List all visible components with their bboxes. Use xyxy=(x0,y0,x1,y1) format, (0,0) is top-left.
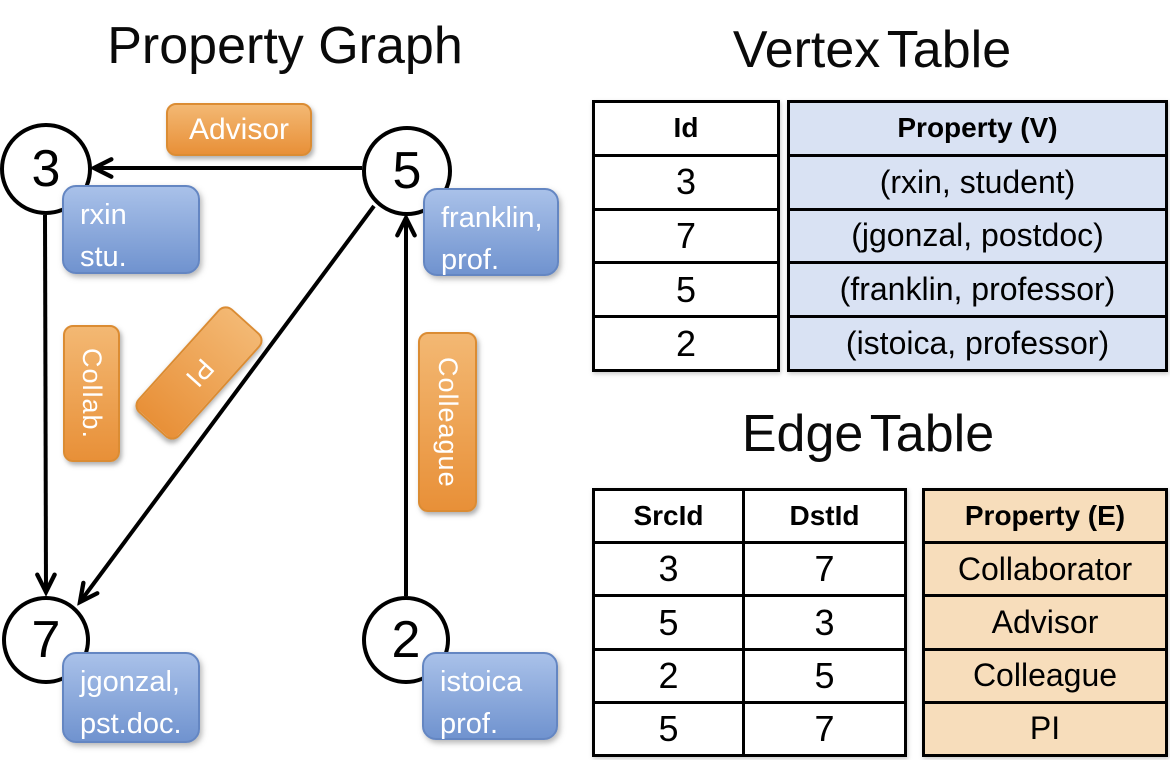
vertex-table-title: Vertex Table xyxy=(732,21,1012,79)
node-3-id: 3 xyxy=(31,140,61,198)
vertex-property-line: stu. xyxy=(80,241,127,274)
vertex-property-box-istoica: istoica prof. xyxy=(422,652,558,740)
edge-line-pi-5-to-7 xyxy=(80,204,376,602)
vertex-table-id-cell: 5 xyxy=(595,261,777,315)
vertex-table-property-cell: (istoica, professor) xyxy=(790,315,1165,369)
node-7-id: 7 xyxy=(31,611,61,669)
vertex-table-property-cell: (jgonzal, postdoc) xyxy=(790,207,1165,262)
edge-label-advisor: Advisor xyxy=(166,103,312,156)
vertex-table-id-cell: 7 xyxy=(595,207,777,262)
edge-table-dstid-cell: 7 xyxy=(745,700,904,754)
edge-table-property-column: Property (E) Collaborator Advisor Collea… xyxy=(922,488,1168,757)
edge-table-dstid-cell: 7 xyxy=(745,541,904,594)
edge-table-property-cell: Collaborator xyxy=(925,541,1165,594)
edge-table-dstid-column: DstId 7 3 5 7 xyxy=(742,491,904,754)
property-graph-title: Property Graph xyxy=(107,17,463,75)
node-2-id: 2 xyxy=(391,611,421,669)
edge-line-collab-3-to-7 xyxy=(45,214,46,592)
edge-table-title: Edge Table xyxy=(741,405,995,463)
edge-table-header-srcid: SrcId xyxy=(633,500,704,532)
edge-table-srcid-cell: 3 xyxy=(595,541,742,594)
vertex-property-line: prof. xyxy=(440,708,499,741)
edge-table-srcid-cell: 5 xyxy=(595,700,742,754)
vertex-property-line: rxin xyxy=(80,199,127,231)
edge-table-property-cell: PI xyxy=(925,700,1165,754)
edge-label-colleague: Colleague xyxy=(418,332,477,512)
vertex-table-id-cell: 3 xyxy=(595,153,777,208)
edge-table-srcid-cell: 5 xyxy=(595,594,742,647)
vertex-table-property-cell: (rxin, student) xyxy=(790,153,1165,208)
edge-table-dstid-cell: 5 xyxy=(745,647,904,701)
vertex-property-line: pst.doc. xyxy=(80,708,182,741)
vertex-property-line: prof. xyxy=(441,244,500,277)
vertex-table-property-column: Property (V) (rxin, student) (jgonzal, p… xyxy=(787,100,1168,372)
edge-table-srcid-column: SrcId 3 5 2 5 xyxy=(595,491,742,754)
vertex-table-id-column: Id 3 7 5 2 xyxy=(592,100,780,372)
vertex-property-line: franklin, xyxy=(441,202,543,234)
edge-table-header-property: Property (E) xyxy=(964,500,1126,532)
vertex-property-box-rxin: rxin stu. xyxy=(62,185,200,274)
edge-table-srcid-cell: 2 xyxy=(595,647,742,701)
vertex-table-property-cell: (franklin, professor) xyxy=(790,261,1165,315)
edge-label-collab: Collab. xyxy=(63,325,120,462)
edge-table-property-cell: Advisor xyxy=(925,594,1165,647)
edge-table-property-cell: Colleague xyxy=(925,647,1165,701)
vertex-table-id-cell: 2 xyxy=(595,315,777,369)
node-5-id: 5 xyxy=(392,142,422,200)
vertex-property-line: istoica xyxy=(440,666,523,698)
edge-table-header-dstid: DstId xyxy=(789,500,860,532)
vertex-property-line: jgonzal, xyxy=(80,666,180,698)
edge-table-dstid-cell: 3 xyxy=(745,594,904,647)
vertex-property-box-jgonzal: jgonzal, pst.doc. xyxy=(62,652,200,743)
vertex-property-box-franklin: franklin, prof. xyxy=(423,188,559,276)
vertex-table-header-id: Id xyxy=(673,112,699,144)
vertex-table-header-property: Property (V) xyxy=(897,112,1058,144)
edge-table-id-columns: SrcId 3 5 2 5 DstId 7 3 5 7 xyxy=(592,488,907,757)
